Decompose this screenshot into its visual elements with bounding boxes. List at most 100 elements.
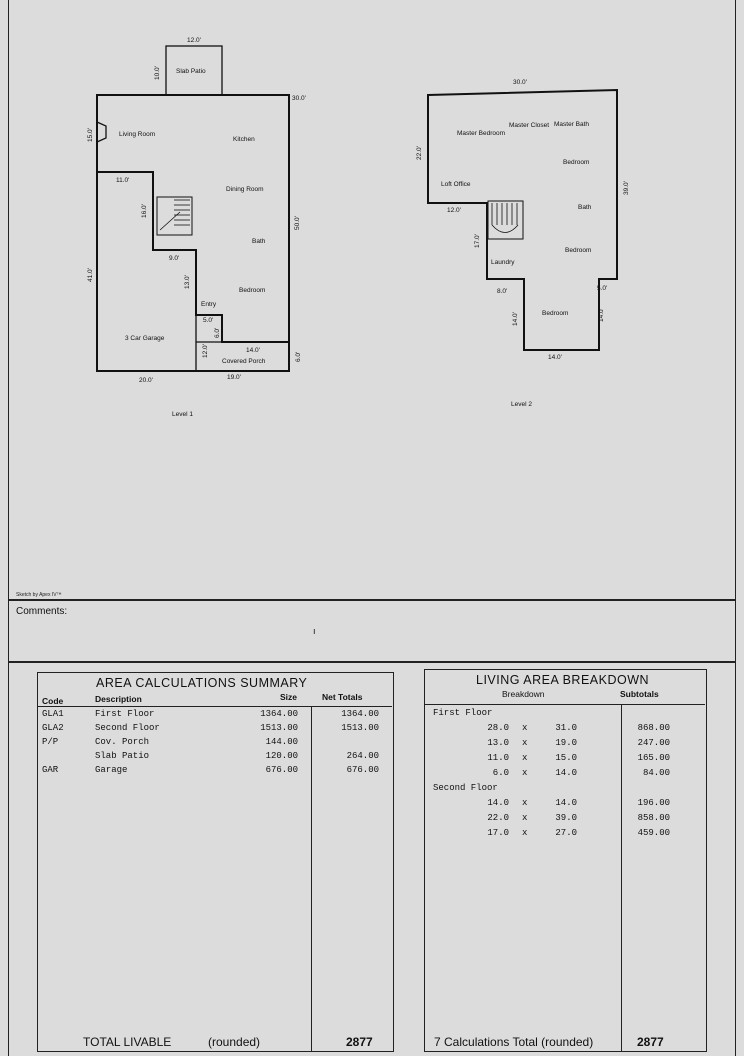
room-label: Bedroom	[239, 287, 265, 294]
dimension-label: 30.0'	[292, 95, 306, 102]
dimension-label: 5.0'	[597, 285, 607, 292]
area-row-description: Slab Patio	[95, 751, 150, 761]
col-header-code: Code	[42, 696, 64, 706]
dimension-label: 10.0'	[154, 66, 161, 80]
dimension-label: 39.0'	[623, 181, 630, 195]
room-label: Master Bath	[554, 121, 589, 128]
breakdown-dim-b: 31.0	[555, 723, 577, 733]
stray-mark: ı	[313, 626, 316, 636]
area-row-net: 1513.00	[341, 723, 379, 733]
page-frame	[8, 0, 736, 1056]
breakdown-dim-a: 22.0	[487, 813, 509, 823]
level2-labels: Master Bedroom Master Closet Master Bath…	[416, 79, 630, 408]
room-label: Entry	[201, 301, 217, 308]
room-label: Bedroom	[563, 159, 589, 166]
col-header-subtotals: Subtotals	[620, 689, 659, 699]
breakdown-subtotal: 247.00	[637, 738, 670, 748]
area-row-description: Garage	[95, 765, 128, 775]
dimension-label: 11.0'	[116, 177, 129, 184]
room-label: Bedroom	[542, 310, 568, 317]
area-row-size: 1364.00	[260, 709, 298, 719]
dimension-label: 14.0'	[548, 354, 562, 361]
dimension-label: 8.0'	[497, 288, 507, 295]
living-breakdown-title: LIVING AREA BREAKDOWN	[476, 673, 650, 687]
dimension-label: 12.0'	[447, 207, 461, 214]
room-label: 3 Car Garage	[125, 335, 165, 342]
breakdown-dim-a: 6.0	[492, 768, 509, 778]
dimension-label: 5.0'	[203, 317, 213, 324]
dimension-label: 12.0'	[187, 37, 201, 44]
room-label: Loft Office	[441, 181, 471, 188]
dimension-label: 15.0'	[87, 128, 94, 142]
dimension-label: 50.0'	[294, 216, 301, 230]
calculations-total-label: 7 Calculations Total (rounded)	[434, 1035, 594, 1049]
breakdown-subtotal: 858.00	[637, 813, 670, 823]
room-label: Master Bedroom	[457, 130, 505, 137]
room-label: Dining Room	[226, 186, 264, 193]
level1-labels: Slab Patio Living Room Kitchen Dining Ro…	[87, 37, 306, 418]
breakdown-times: x	[522, 768, 528, 778]
breakdown-dim-a: 13.0	[487, 738, 509, 748]
area-row-code: GLA2	[42, 723, 64, 733]
breakdown-subtotal: 459.00	[637, 828, 670, 838]
breakdown-times: x	[522, 753, 528, 763]
breakdown-dim-a: 28.0	[487, 723, 509, 733]
dimension-label: 20.0'	[139, 377, 153, 384]
dimension-label: 12.0'	[202, 344, 209, 358]
breakdown-subtotal: 868.00	[637, 723, 670, 733]
breakdown-dim-a: 17.0	[487, 828, 509, 838]
breakdown-subtotal: 165.00	[637, 753, 670, 763]
breakdown-dim-a: 11.0	[487, 753, 509, 763]
area-row-net: 264.00	[346, 751, 379, 761]
room-label: Bath	[578, 204, 592, 211]
area-row-net: 676.00	[346, 765, 379, 775]
col-header-size: Size	[280, 692, 298, 702]
breakdown-dim-b: 14.0	[555, 798, 577, 808]
breakdown-times: x	[522, 813, 528, 823]
room-label: Laundry	[491, 259, 515, 266]
breakdown-dim-b: 27.0	[555, 828, 577, 838]
dimension-label: 13.0'	[184, 275, 191, 289]
fireplace-outline	[96, 121, 107, 143]
area-summary-table: AREA CALCULATIONS SUMMARY Code Descripti…	[37, 672, 394, 1052]
breakdown-dim-b: 14.0	[555, 768, 577, 778]
dimension-label: 9.0'	[169, 255, 179, 262]
room-label: Kitchen	[233, 136, 255, 143]
level2-outline	[427, 88, 618, 351]
room-label: Slab Patio	[176, 68, 206, 75]
total-livable-label: TOTAL LIVABLE	[83, 1035, 172, 1049]
sketch-credit: Sketch by Apex IV™	[16, 592, 62, 598]
col-header-description: Description	[95, 694, 142, 704]
breakdown-dim-b: 39.0	[555, 813, 577, 823]
area-row-size: 1513.00	[260, 723, 298, 733]
area-row-size: 676.00	[265, 765, 298, 775]
dimension-label: 6.0'	[295, 352, 302, 362]
total-livable-note: (rounded)	[208, 1035, 261, 1049]
divider	[8, 599, 736, 601]
dimension-label: 19.0'	[227, 374, 241, 381]
area-row-size: 144.00	[265, 737, 298, 747]
dimension-label: 41.0'	[87, 268, 94, 282]
col-header-breakdown: Breakdown	[502, 689, 545, 699]
breakdown-dim-a: 14.0	[487, 798, 509, 808]
floor-plan-drawing: Slab Patio Living Room Kitchen Dining Ro…	[87, 37, 630, 418]
dimension-label: 14.0'	[512, 312, 519, 326]
living-breakdown-table: LIVING AREA BREAKDOWN Breakdown Subtotal…	[424, 669, 707, 1052]
dimension-label: 14.0'	[246, 347, 260, 354]
breakdown-times: x	[522, 723, 528, 733]
area-row-size: 120.00	[265, 751, 298, 761]
room-label: Bath	[252, 238, 266, 245]
area-row-code: GLA1	[42, 709, 64, 719]
breakdown-subtotal: 84.00	[642, 768, 670, 778]
dimension-label: 22.0'	[416, 146, 423, 160]
level-caption: Level 1	[172, 411, 193, 418]
room-label: Covered Porch	[222, 358, 266, 365]
area-row-description: Second Floor	[95, 723, 160, 733]
level-caption: Level 2	[511, 401, 532, 408]
dimension-label: 6.0'	[214, 328, 221, 338]
room-label: Master Closet	[509, 122, 549, 129]
room-label: Bedroom	[565, 247, 591, 254]
comments-label: Comments:	[16, 606, 68, 617]
col-header-net: Net Totals	[322, 692, 363, 702]
calculations-total-value: 2877	[637, 1035, 664, 1049]
